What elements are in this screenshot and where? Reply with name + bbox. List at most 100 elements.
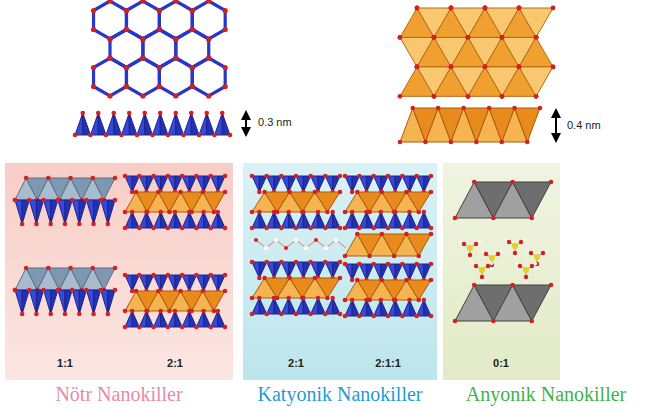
oxygen-atom xyxy=(474,140,479,145)
tetrahedron xyxy=(176,113,184,135)
tetrahedron xyxy=(274,212,281,228)
oxygen-atom xyxy=(124,84,129,89)
oxygen-atom xyxy=(530,319,535,324)
oxygen-atom xyxy=(257,190,262,195)
oxygen-atom xyxy=(529,251,533,255)
oxygen-atom xyxy=(208,273,213,278)
oxygen-atom xyxy=(41,288,46,293)
octahedron xyxy=(315,192,340,212)
oxygen-atom xyxy=(212,210,217,215)
tetrahedron xyxy=(424,264,431,280)
tetrahedron xyxy=(72,200,79,224)
tetrahedron xyxy=(222,113,230,135)
oxygen-atom xyxy=(70,198,75,203)
oxygen-atom xyxy=(517,64,522,69)
oxygen-atom xyxy=(145,309,150,314)
oxygen-atom xyxy=(510,283,515,288)
oxygen-atom xyxy=(173,36,178,41)
oxygen-atom xyxy=(484,252,488,256)
oxygen-atom xyxy=(500,250,503,253)
oxygen-atom xyxy=(144,309,149,314)
oxygen-atom xyxy=(301,210,306,215)
ratio-label: 2:1 xyxy=(167,357,183,369)
oxygen-atom xyxy=(123,174,128,179)
oxygen-atom xyxy=(371,314,376,319)
oxygen-atom xyxy=(106,312,111,317)
tetrahedron xyxy=(374,176,381,192)
oxygen-atom xyxy=(98,288,103,293)
oxygen-atom xyxy=(524,275,528,279)
oxygen-atom xyxy=(124,27,129,32)
tetrahedron xyxy=(168,113,176,135)
octahedron xyxy=(513,182,551,218)
oxygen-atom xyxy=(166,273,171,278)
oxygen-atom xyxy=(483,64,488,69)
oxygen-atom xyxy=(517,64,522,69)
tetrahedron xyxy=(424,212,431,228)
oxygen-atom xyxy=(316,296,321,301)
oxygen-atom xyxy=(264,246,268,250)
tetrahedron xyxy=(44,290,51,314)
oxygen-atom xyxy=(127,111,132,116)
oxygen-atom xyxy=(106,222,111,227)
oxygen-atom xyxy=(416,254,421,259)
tetrahedron xyxy=(410,300,417,316)
oxygen-atom xyxy=(551,64,556,69)
oxygen-atom xyxy=(449,64,454,69)
tetrahedron xyxy=(402,300,409,316)
tetrahedron xyxy=(410,176,417,192)
tetrahedron xyxy=(281,176,288,192)
oxygen-atom xyxy=(223,273,228,278)
oxygen-atom xyxy=(513,251,517,255)
tetrahedron xyxy=(303,176,310,192)
oxygen-atom xyxy=(145,210,150,215)
oxygen-atom xyxy=(178,289,183,294)
oxygen-atom xyxy=(137,325,142,330)
oxygen-atom xyxy=(325,296,330,301)
tetrahedron xyxy=(101,200,108,224)
oxygen-atom xyxy=(398,94,403,99)
tetrahedron xyxy=(289,176,296,192)
oxygen-atom xyxy=(206,55,211,60)
tetrahedron xyxy=(168,176,175,192)
oxygen-atom xyxy=(551,6,556,11)
tetrahedron xyxy=(218,176,225,192)
tetrahedron xyxy=(267,212,274,228)
tetrahedron xyxy=(311,212,318,228)
oxygen-atom xyxy=(274,238,278,242)
oxygen-atom xyxy=(459,240,462,243)
tetrahedron xyxy=(22,290,29,314)
oxygen-atom xyxy=(173,93,178,98)
tetrahedron xyxy=(303,298,310,314)
oxygen-atom xyxy=(34,312,39,317)
oxygen-atom xyxy=(538,106,543,111)
oxygen-atom xyxy=(208,226,213,231)
tetrahedron xyxy=(402,264,409,280)
oxygen-atom xyxy=(140,36,145,41)
oxygen-atom xyxy=(166,226,171,231)
tetrahedron xyxy=(325,262,332,278)
thickness-arrow xyxy=(245,112,247,135)
tetrahedron xyxy=(196,212,203,228)
oxygen-atom xyxy=(130,309,135,314)
tetrahedron xyxy=(168,311,175,327)
oxygen-atom xyxy=(415,64,420,69)
oxygen-atom xyxy=(77,312,82,317)
oxygen-atom xyxy=(491,216,496,221)
oxygen-atom xyxy=(158,210,163,215)
oxygen-atom xyxy=(355,278,360,283)
oxygen-atom xyxy=(151,226,156,231)
oxygen-atom xyxy=(422,210,427,215)
oxygen-atom xyxy=(212,309,217,314)
tetrahedron xyxy=(345,212,352,228)
oxygen-atom xyxy=(157,84,162,89)
oxygen-atom xyxy=(432,35,437,40)
oxygen-atom xyxy=(479,267,485,273)
oxygen-atom xyxy=(483,64,488,69)
tetrahedron xyxy=(289,298,296,314)
oxygen-atom xyxy=(330,296,335,301)
tetrahedron xyxy=(175,176,182,192)
oxygen-atom xyxy=(535,267,538,270)
category-heading: Nötr Nanokiller xyxy=(55,383,182,405)
